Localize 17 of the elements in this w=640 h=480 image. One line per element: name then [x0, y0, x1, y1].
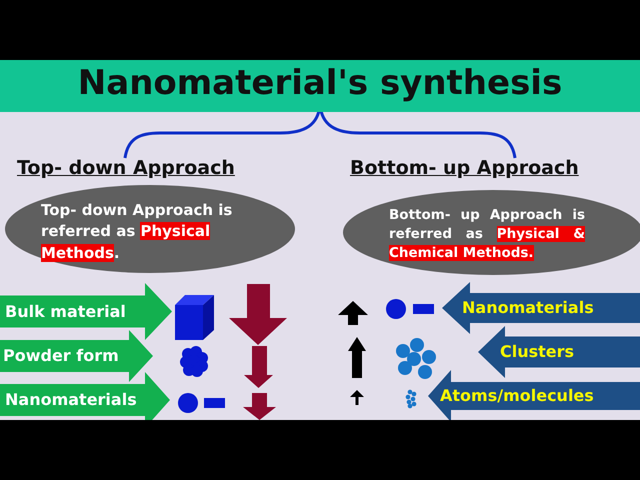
arrow-label: Bulk material [5, 302, 126, 320]
arrow-label: Clusters [500, 342, 574, 361]
section-heading: Bottom- up Approach [350, 157, 579, 179]
arrow-label: Atoms/molecules [440, 386, 594, 405]
right-arrow-shape [0, 283, 172, 340]
title-text: Nanomaterial's synthesis [76, 63, 564, 103]
arrow-label: Nanomaterials [5, 390, 137, 409]
right-arrow-shape [0, 330, 153, 382]
ellipse-text: Bottom- up Approach is referred as Physical & Chemical Methods. [389, 206, 585, 264]
section-heading: Top- down Approach [17, 157, 235, 179]
left-arrow-shape [478, 326, 640, 378]
left-arrow-shape [428, 370, 640, 420]
arrow-label: Nanomaterials [462, 298, 594, 317]
left-arrow-shape [442, 282, 640, 334]
arrow-label: Powder form [3, 346, 119, 365]
right-arrow-shape [0, 372, 170, 420]
ellipse-shape [5, 185, 295, 273]
